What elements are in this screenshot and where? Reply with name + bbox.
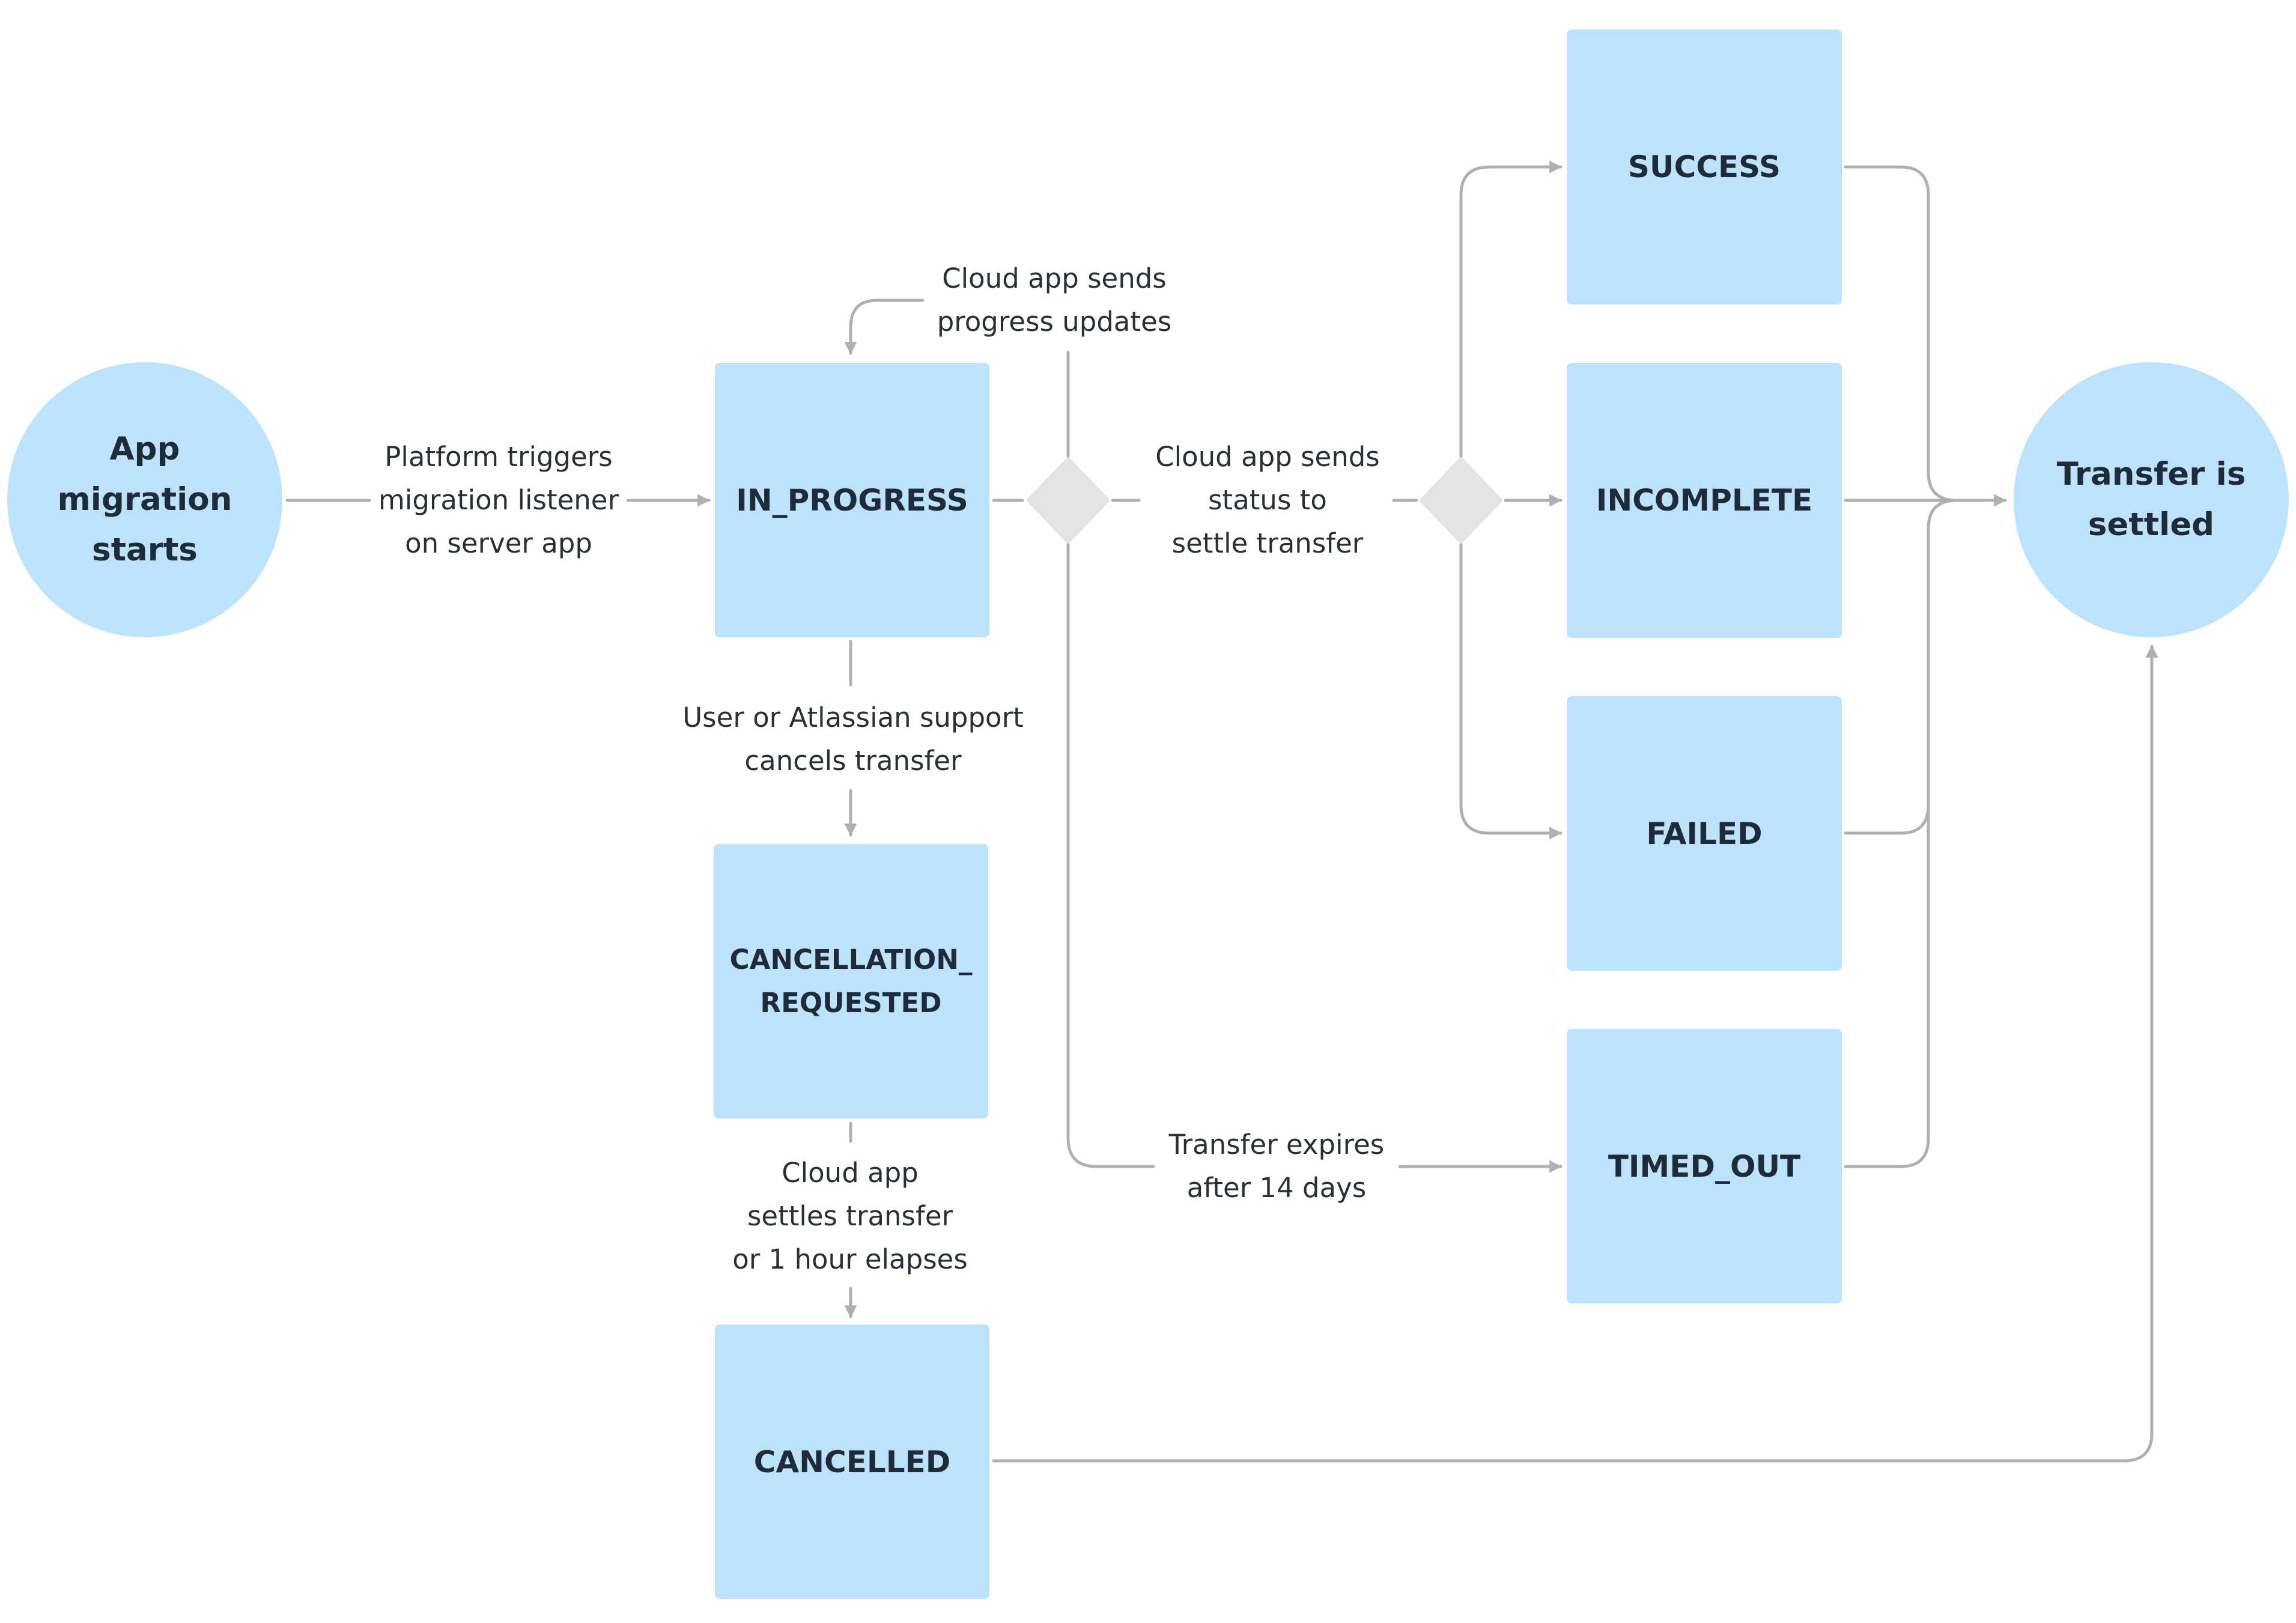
edge-success-to-settled bbox=[1844, 165, 1958, 502]
node-success: SUCCESS bbox=[1567, 29, 1842, 305]
node-incomplete: INCOMPLETE bbox=[1567, 363, 1842, 638]
edge-decision1-to-timedout-a bbox=[1066, 542, 1155, 1168]
label-transfer-expires: Transfer expires after 14 days bbox=[1168, 1129, 1385, 1204]
node-timed-out-label: TIMED_OUT bbox=[1608, 1148, 1801, 1184]
node-transfer-settled-label: Transfer is settled bbox=[2056, 456, 2246, 543]
node-in-progress-label: IN_PROGRESS bbox=[736, 482, 968, 518]
label-cloud-settles: Cloud app settles transfer or 1 hour ela… bbox=[732, 1157, 968, 1275]
node-cancelled: CANCELLED bbox=[715, 1324, 989, 1599]
label-status-settle: Cloud app sends status to settle transfe… bbox=[1155, 441, 1380, 559]
node-success-label: SUCCESS bbox=[1628, 150, 1781, 184]
node-transfer-settled: Transfer is settled bbox=[2014, 362, 2289, 637]
edge-timedout-to-settled bbox=[1844, 499, 1958, 1168]
node-cancelled-label: CANCELLED bbox=[753, 1444, 951, 1479]
node-cancellation-requested-label: CANCELLATION_ REQUESTED bbox=[729, 943, 973, 1019]
node-start: App migration starts bbox=[7, 362, 282, 637]
node-in-progress: IN_PROGRESS bbox=[715, 363, 989, 637]
decision-diamond-1 bbox=[1027, 457, 1110, 544]
label-platform-triggers: Platform triggers migration listener on … bbox=[378, 441, 619, 559]
node-failed: FAILED bbox=[1567, 696, 1842, 971]
node-incomplete-label: INCOMPLETE bbox=[1596, 483, 1813, 518]
node-start-label: App migration starts bbox=[57, 431, 232, 568]
edge-cancelled-to-settled bbox=[992, 645, 2158, 1463]
edge-decision2-to-failed bbox=[1459, 542, 1563, 840]
edge-failed-to-settled bbox=[1844, 499, 1958, 835]
edge-progress-loop-b bbox=[844, 299, 925, 355]
label-user-cancels: User or Atlassian support cancels transf… bbox=[682, 702, 1024, 777]
decision-diamond-2 bbox=[1420, 457, 1502, 544]
label-progress-updates: Cloud app sends progress updates bbox=[937, 262, 1172, 338]
node-cancellation-requested: CANCELLATION_ REQUESTED bbox=[714, 844, 988, 1118]
edge-decision2-to-success bbox=[1459, 160, 1563, 458]
node-failed-label: FAILED bbox=[1646, 816, 1763, 851]
node-timed-out: TIMED_OUT bbox=[1567, 1029, 1842, 1303]
